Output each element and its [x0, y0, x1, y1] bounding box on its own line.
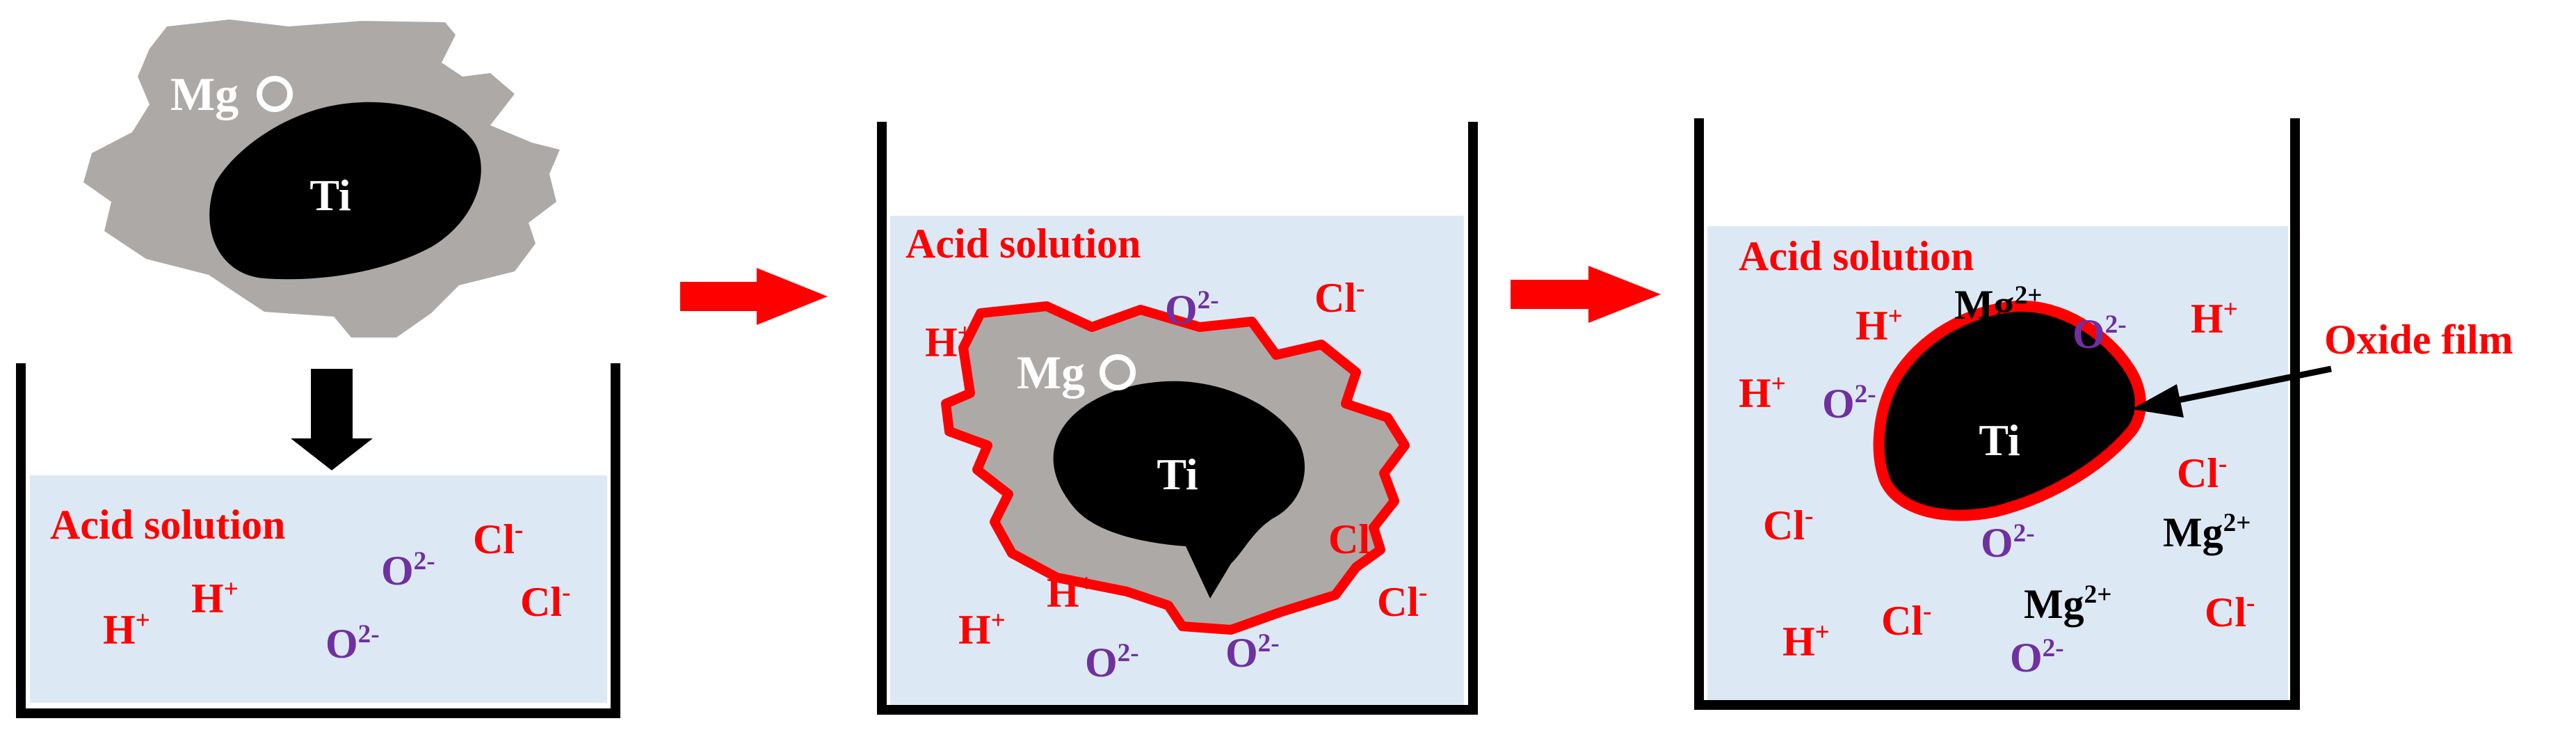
ion-h-stage-2-b: H+	[958, 606, 1006, 653]
container-stage-3	[1694, 118, 2300, 710]
mgo-o-ring-stage-2	[1100, 354, 1136, 390]
ion-h-stage-2-c: H+	[1047, 569, 1094, 616]
ion-h-stage-3-a: H+	[1855, 302, 1903, 349]
ion-h-stage-1-a: H+	[103, 606, 150, 653]
ion-h-stage-2-a: H+	[925, 319, 972, 365]
svg-text:H+: H+	[2191, 295, 2238, 342]
svg-text:Cl-: Cl-	[1377, 578, 1427, 625]
svg-text:H+: H+	[1739, 370, 1786, 416]
ti-core-stage-2	[1053, 381, 1305, 598]
svg-text:O2-: O2-	[1085, 639, 1139, 685]
svg-text:Cl-: Cl-	[1763, 502, 1813, 548]
svg-text:O2-: O2-	[1981, 519, 2035, 566]
ion-mg-stage-3-b: Mg2+	[2163, 509, 2251, 555]
ion-o-stage-3-a: O2-	[2072, 310, 2127, 357]
svg-text:H+: H+	[925, 319, 972, 365]
oxide-film-label: Oxide film	[2324, 317, 2513, 363]
svg-text:H+: H+	[1855, 302, 1903, 349]
stage-1: Ti Mg Acid solution H+ H+ O2- O2- Cl- Cl…	[16, 19, 620, 718]
ion-h-stage-3-d: H+	[1782, 618, 1830, 665]
container-stage-1	[16, 363, 620, 718]
ion-cl-stage-2-a: Cl-	[1314, 274, 1365, 321]
ion-cl-stage-1-a: Cl-	[473, 516, 523, 562]
ion-o-stage-3-b: O2-	[1822, 380, 1876, 427]
ion-h-stage-1-b: H+	[191, 575, 239, 621]
ion-h-stage-3-c: H+	[2191, 295, 2238, 342]
mgo-label-stage-2: Mg	[1017, 346, 1085, 399]
ion-o-stage-3-c: O2-	[1981, 519, 2035, 566]
svg-text:H+: H+	[191, 575, 239, 621]
solution-stage-1	[30, 475, 607, 703]
mgo-label-stage-1: Mg	[170, 68, 239, 120]
svg-text:Cl-: Cl-	[2205, 589, 2255, 635]
svg-text:Cl-: Cl-	[520, 578, 570, 625]
svg-text:Cl-: Cl-	[1881, 597, 1931, 644]
ion-cl-stage-3-a: Cl-	[2177, 450, 2227, 496]
ion-cl-stage-3-b: Cl-	[1763, 502, 1813, 548]
svg-text:O2-: O2-	[1225, 629, 1280, 676]
solution-label-stage-1: Acid solution	[50, 502, 285, 548]
ti-core-stage-3	[1873, 300, 2146, 521]
ion-o-stage-2-b: O2-	[1085, 639, 1139, 685]
svg-text:O2-: O2-	[381, 547, 435, 594]
svg-text:Cl-: Cl-	[1314, 274, 1365, 321]
ti-core-stage-1	[209, 102, 481, 280]
ion-o-stage-3-d: O2-	[2010, 634, 2064, 681]
red-right-arrow-icon	[1511, 266, 1661, 323]
svg-text:Cl-: Cl-	[473, 516, 523, 562]
svg-text:H+: H+	[103, 606, 150, 653]
svg-text:O2-: O2-	[2072, 310, 2127, 357]
ti-label-stage-1: Ti	[309, 170, 351, 220]
ion-mg-stage-3-a: Mg2+	[1954, 281, 2042, 328]
ion-cl-stage-2-c: Cl-	[1377, 578, 1427, 625]
stage-2: Ti Mg Acid solution H+ H+ H+ O2- O2- O2-…	[877, 122, 1478, 715]
svg-text:Mg2+: Mg2+	[2163, 509, 2251, 555]
svg-text:Mg2+: Mg2+	[1954, 281, 2042, 328]
svg-text:O2-: O2-	[2010, 634, 2064, 681]
svg-text:O2-: O2-	[1165, 286, 1219, 333]
ion-o-stage-2-a: O2-	[1165, 286, 1219, 333]
container-stage-2	[877, 122, 1478, 715]
svg-text:H+: H+	[1047, 569, 1094, 616]
solution-label-stage-2: Acid solution	[905, 221, 1141, 267]
ion-cl-stage-3-c: Cl-	[1881, 597, 1931, 644]
svg-text:O2-: O2-	[1822, 380, 1876, 427]
mgo-o-ring-stage-1	[257, 76, 293, 112]
ion-h-stage-3-b: H+	[1739, 370, 1786, 416]
ion-cl-stage-2-b: Cl-	[1328, 516, 1378, 562]
ion-o-stage-1-b: O2-	[325, 620, 380, 667]
svg-text:O2-: O2-	[325, 620, 380, 667]
solution-label-stage-3: Acid solution	[1739, 233, 1974, 279]
ion-cl-stage-1-b: Cl-	[520, 578, 570, 625]
svg-text:Cl-: Cl-	[2177, 450, 2227, 496]
svg-text:H+: H+	[958, 606, 1006, 653]
svg-text:H+: H+	[1782, 618, 1830, 665]
ti-label-stage-2: Ti	[1157, 450, 1198, 499]
black-down-arrow-icon	[291, 369, 373, 470]
ion-o-stage-1-a: O2-	[381, 547, 435, 594]
svg-text:Cl-: Cl-	[1328, 516, 1378, 562]
svg-text:Mg2+: Mg2+	[2024, 580, 2111, 627]
stage-3: Ti Acid solution Oxide film H+ H+ H+ H+ …	[1694, 118, 2513, 710]
ti-label-stage-3: Ti	[1979, 415, 2020, 465]
ion-o-stage-2-c: O2-	[1225, 629, 1280, 676]
red-right-arrow-icon	[680, 268, 828, 325]
ion-cl-stage-3-d: Cl-	[2205, 589, 2255, 635]
black-pointer-arrow-icon	[2132, 365, 2332, 418]
ion-mg-stage-3-c: Mg2+	[2024, 580, 2111, 627]
